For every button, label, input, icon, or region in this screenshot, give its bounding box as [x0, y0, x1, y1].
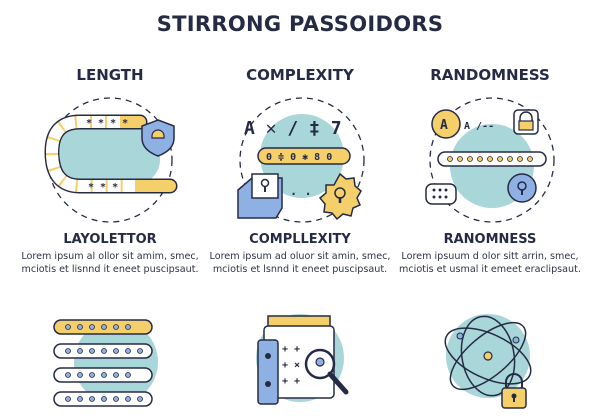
column-complexity: COMPLEXITY A ✕ / ‡ 7 0 ≑ 0 ✱ 8 0 · · COM… — [200, 0, 400, 420]
svg-text:A ✕ / ‡ 7: A ✕ / ‡ 7 — [244, 118, 342, 139]
description-randomness: Lorem ipsuum d olor sitt arrin, smec, mc… — [399, 251, 581, 275]
svg-text:A /--: A /-- — [464, 121, 494, 132]
subheading-length: LAYOLETTOR — [63, 232, 157, 247]
svg-text:+ ×: + × — [282, 360, 300, 371]
complexity-symbols-icon: A ✕ / ‡ 7 0 ≑ 0 ✱ 8 0 · · — [237, 97, 365, 223]
svg-text:* * *: * * * — [88, 182, 118, 193]
heading-complexity: COMPLEXITY — [246, 66, 354, 84]
column-randomness: RANDOMNESS A A /-- RANOMNESS Lorem ipsuu… — [390, 0, 590, 420]
keypad-magnifier-icon: + + + × + + — [256, 314, 349, 405]
description-complexity: Lorem ipsum ad oluor sit amin, smec, mci… — [209, 251, 391, 275]
svg-text:+ +: + + — [282, 344, 300, 355]
orbit-lock-icon — [444, 314, 532, 409]
page-title: STIRRONG PASSOIDORS — [156, 12, 444, 36]
column-length: LENGTH * * * * * * * LAYOLETTOR Lorem ip… — [10, 0, 210, 420]
svg-text:* * * *: * * * * — [86, 118, 128, 129]
svg-text:0 ≑ 0 ✱ 8 0: 0 ≑ 0 ✱ 8 0 — [266, 152, 332, 163]
svg-text:+ +: + + — [282, 376, 300, 387]
heading-randomness: RANDOMNESS — [430, 66, 550, 84]
heading-length: LENGTH — [76, 66, 144, 84]
svg-text:· ·: · · — [290, 187, 312, 201]
description-length: Lorem ipsum al ollor sit amim, smec, mci… — [21, 251, 199, 275]
password-length-chain-icon: * * * * * * * — [44, 97, 178, 223]
subheading-complexity: COMPLLEXITY — [249, 232, 351, 247]
randomness-icon: A A /-- — [425, 97, 555, 223]
subheading-randomness: RANOMNESS — [443, 232, 537, 247]
svg-text:A: A — [440, 118, 448, 133]
password-bars-icon — [53, 319, 158, 407]
